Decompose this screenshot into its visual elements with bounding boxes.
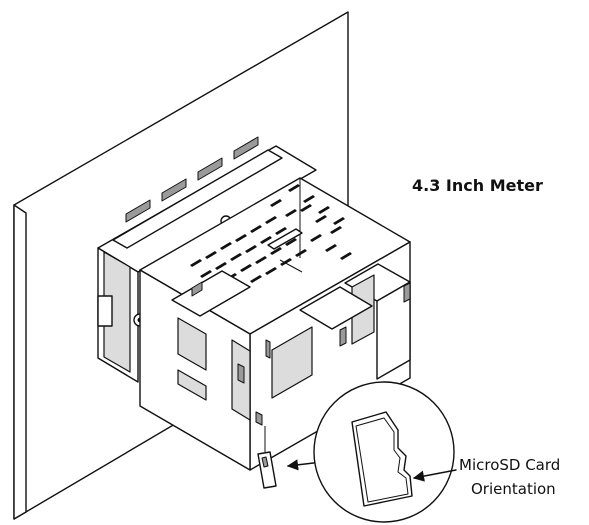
callout-label-line-1: MicroSD Card — [459, 456, 560, 474]
callout-label-line-2: Orientation — [471, 480, 556, 498]
callout-arrow — [412, 469, 457, 482]
magnified-view — [313, 381, 455, 523]
diagram-title: 4.3 Inch Meter — [412, 176, 543, 195]
microsd-card-large — [351, 411, 413, 507]
vent-slots — [190, 184, 352, 300]
bezel-frame — [97, 136, 317, 383]
rear-housing — [139, 177, 411, 471]
microsd-card-small — [257, 451, 277, 489]
